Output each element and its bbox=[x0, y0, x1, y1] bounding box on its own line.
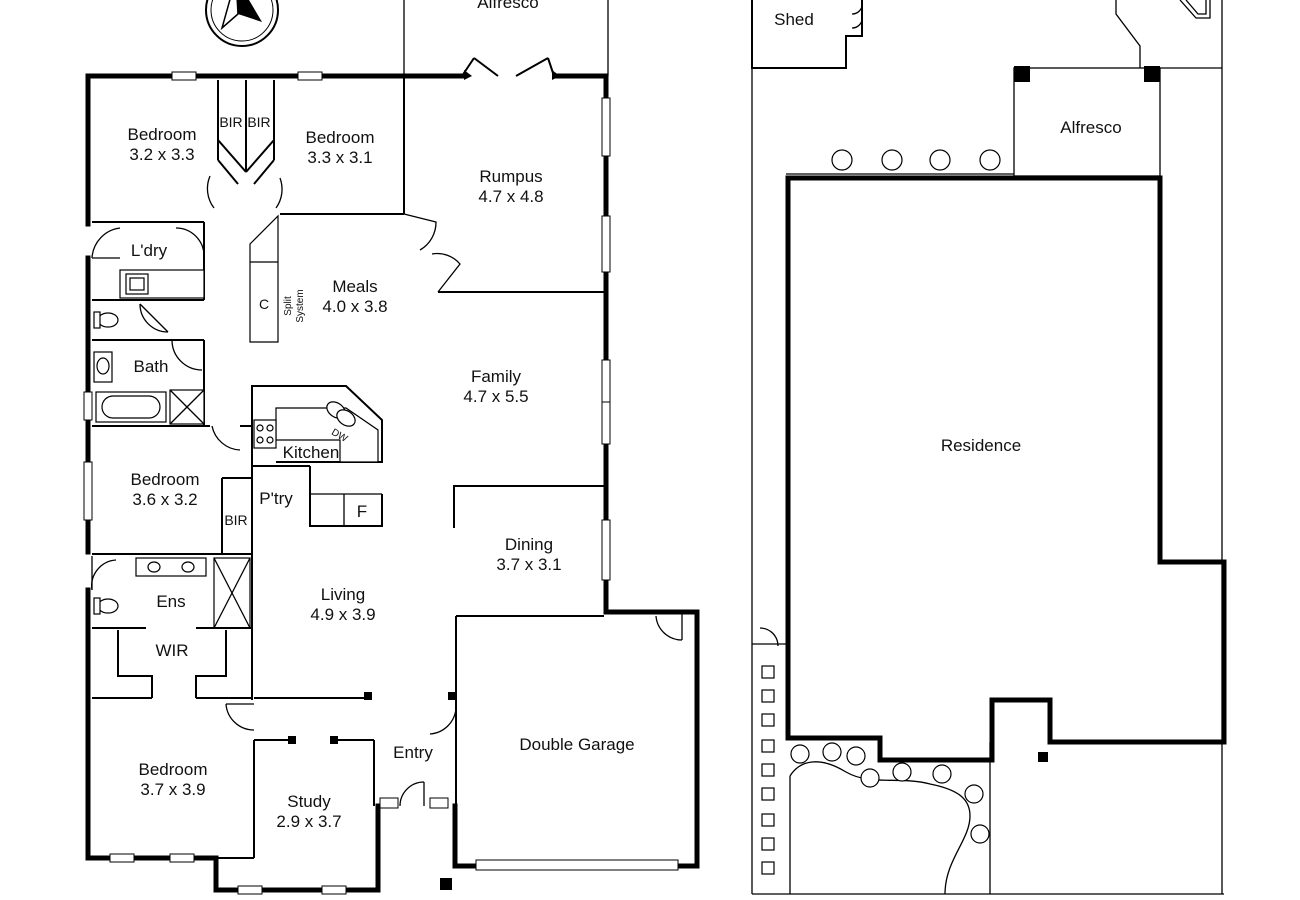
dining-size: 3.7 x 3.1 bbox=[496, 555, 561, 574]
bir-2-label: BIR bbox=[247, 114, 270, 130]
bedroom-n-name: Bedroom bbox=[306, 128, 375, 147]
living-size: 4.9 x 3.9 bbox=[310, 605, 375, 624]
laundry-label: L'dry bbox=[131, 241, 168, 260]
site-alfresco-label: Alfresco bbox=[1060, 118, 1121, 137]
meals-size: 4.0 x 3.8 bbox=[322, 297, 387, 316]
bath-label: Bath bbox=[134, 357, 169, 376]
meals-name: Meals bbox=[332, 277, 377, 296]
bedroom-w-size: 3.6 x 3.2 bbox=[132, 490, 197, 509]
living-name: Living bbox=[321, 585, 365, 604]
cupboard-label: C bbox=[259, 296, 269, 312]
bedroom-nw-name: Bedroom bbox=[128, 125, 197, 144]
bir-1-label: BIR bbox=[219, 114, 242, 130]
study-size: 2.9 x 3.7 bbox=[276, 812, 341, 831]
shrub-icon bbox=[831, 149, 1001, 171]
split-system-label-2: System bbox=[295, 289, 306, 322]
double-garage-label: Double Garage bbox=[519, 735, 634, 754]
bedroom-w-name: Bedroom bbox=[131, 470, 200, 489]
kitchen-label: Kitchen bbox=[283, 443, 340, 462]
bedroom-nw-size: 3.2 x 3.3 bbox=[129, 145, 194, 164]
bedroom-sw-name: Bedroom bbox=[139, 760, 208, 779]
family-size: 4.7 x 5.5 bbox=[463, 387, 528, 406]
ensuite-label: Ens bbox=[156, 592, 185, 611]
bir-3-label: BIR bbox=[224, 512, 247, 528]
garden-shrub-icon bbox=[790, 742, 990, 844]
sliding-door-icon bbox=[461, 57, 560, 80]
wir-label: WIR bbox=[155, 641, 188, 660]
dining-name: Dining bbox=[505, 535, 553, 554]
alfresco-top-label: Alfresco bbox=[477, 0, 538, 12]
pantry-label: P'try bbox=[259, 489, 293, 508]
split-system-label-1: Split bbox=[283, 296, 294, 316]
shed-label: Shed bbox=[774, 10, 814, 29]
paver-icon bbox=[761, 665, 775, 875]
residence-label: Residence bbox=[941, 436, 1021, 455]
bedroom-n-size: 3.3 x 3.1 bbox=[307, 148, 372, 167]
site-plan: Shed Alfresco Residence bbox=[751, 0, 1227, 895]
entry-label: Entry bbox=[393, 743, 433, 762]
north-arrow-icon bbox=[205, 0, 279, 47]
bedroom-sw-size: 3.7 x 3.9 bbox=[140, 780, 205, 799]
study-name: Study bbox=[287, 792, 331, 811]
floor-plan: Alfresco Bedroom 3.2 x 3.3 BIR BIR Bedro… bbox=[83, 0, 700, 895]
rumpus-name: Rumpus bbox=[479, 167, 542, 186]
rumpus-size: 4.7 x 4.8 bbox=[478, 187, 543, 206]
family-name: Family bbox=[471, 367, 522, 386]
fridge-label: F bbox=[357, 502, 367, 521]
